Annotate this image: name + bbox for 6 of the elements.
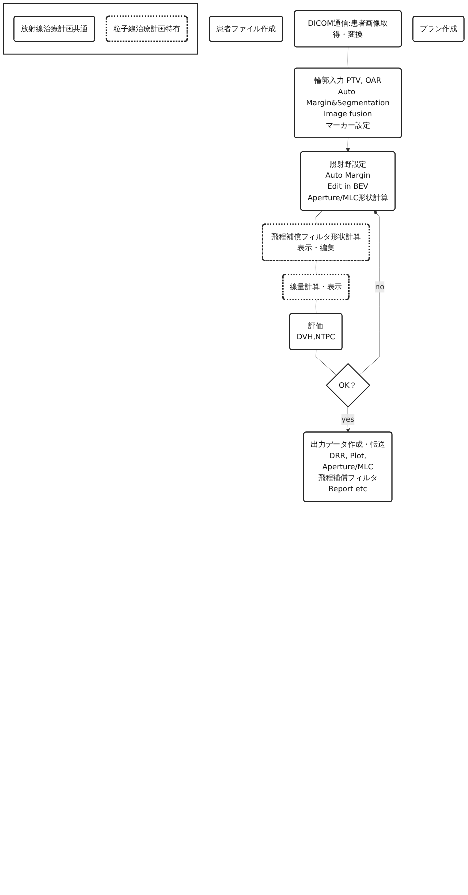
cluster: [3, 3, 198, 55]
connector: [316, 210, 323, 225]
connector: [316, 350, 337, 376]
connector: [316, 300, 317, 314]
connector: [348, 47, 349, 69]
connector: [316, 260, 317, 276]
